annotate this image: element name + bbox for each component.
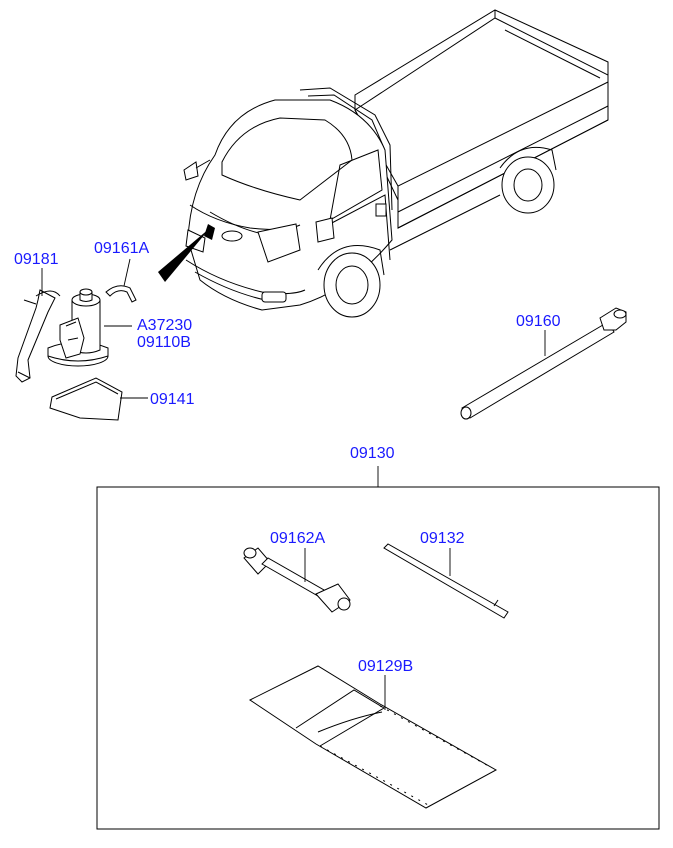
- part-label-09160[interactable]: 09160: [516, 313, 561, 330]
- jack-illustration: [47, 288, 109, 367]
- part-label-09181[interactable]: 09181: [14, 251, 59, 268]
- bracket-09181-illustration: [15, 289, 61, 383]
- mat-09141-illustration: [49, 377, 123, 421]
- clip-09161A-illustration: [105, 285, 137, 303]
- part-label-09162A[interactable]: 09162A: [270, 530, 325, 547]
- tool-bag-09129B-illustration: [249, 665, 498, 809]
- part-label-A37230[interactable]: A37230: [137, 317, 192, 334]
- bar-09132-illustration: [383, 543, 509, 619]
- part-label-09130[interactable]: 09130: [350, 445, 395, 462]
- truck-illustration: [158, 9, 609, 318]
- part-label-09141[interactable]: 09141: [150, 391, 195, 408]
- handle-09160-illustration: [460, 307, 627, 420]
- part-label-09161A[interactable]: 09161A: [94, 240, 149, 257]
- part-label-09110B[interactable]: 09110B: [137, 334, 191, 351]
- wrench-09162A-illustration: [243, 547, 351, 613]
- part-label-09129B[interactable]: 09129B: [358, 658, 413, 675]
- part-label-09132[interactable]: 09132: [420, 530, 465, 547]
